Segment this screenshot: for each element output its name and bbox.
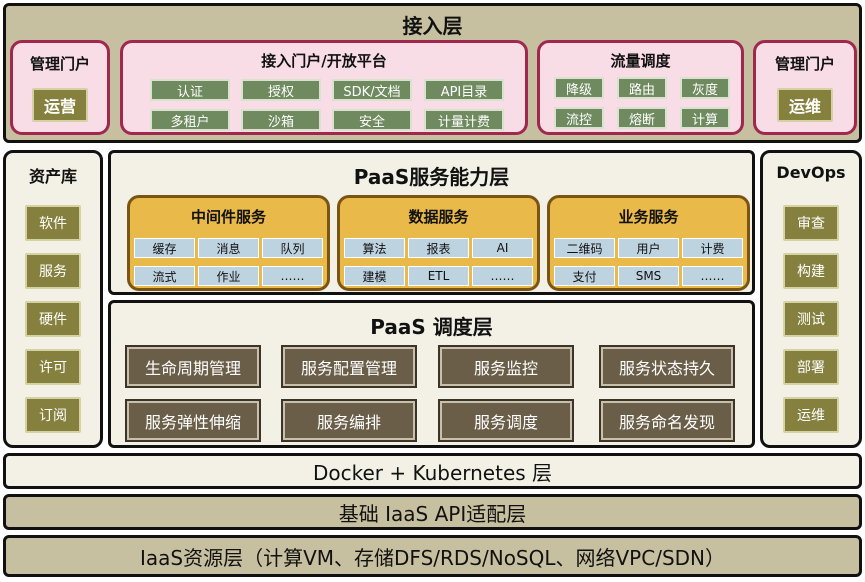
chip-ai[interactable]: AI xyxy=(472,238,533,258)
service-config-management[interactable]: 服务配置管理 xyxy=(281,345,417,388)
middleware-services-title: 中间件服务 xyxy=(190,208,266,226)
devops-item-deploy[interactable]: 部署 xyxy=(783,349,839,385)
maintenance-button[interactable]: 运维 xyxy=(777,88,833,122)
chip-billing[interactable]: 计费 xyxy=(682,238,743,258)
traffic-scheduling-title: 流量调度 xyxy=(610,52,671,70)
devops-panel: DevOps 审查 构建 测试 部署 运维 xyxy=(760,150,862,448)
chip-streaming[interactable]: 流式 xyxy=(134,266,195,286)
open-platform-panel: 接入门户/开放平台 认证 授权 SDK/文档 API目录 多租户 沙箱 安全 计… xyxy=(120,40,528,135)
right-management-portal: 管理门户 运维 xyxy=(753,40,857,135)
operations-button[interactable]: 运营 xyxy=(32,88,88,122)
iaas-resource-layer: IaaS资源层（计算VM、存储DFS/RDS/NoSQL、网络VPC/SDN） xyxy=(3,535,862,577)
asset-item-service[interactable]: 服务 xyxy=(25,253,81,289)
business-services-title: 业务服务 xyxy=(618,208,679,226)
chip-auth[interactable]: 认证 xyxy=(150,79,230,101)
chip-degrade[interactable]: 降级 xyxy=(554,77,604,99)
chip-cache[interactable]: 缓存 xyxy=(134,238,195,258)
chip-compute[interactable]: 计算 xyxy=(680,107,730,129)
chip-authorize[interactable]: 授权 xyxy=(241,79,321,101)
docker-kubernetes-layer: Docker + Kubernetes 层 xyxy=(3,453,862,489)
asset-item-software[interactable]: 软件 xyxy=(25,205,81,241)
open-platform-title: 接入门户/开放平台 xyxy=(261,52,387,70)
paas-capability-title: PaaS服务能力层 xyxy=(353,165,510,189)
access-layer-title: 接入层 xyxy=(402,14,463,38)
devops-item-operate[interactable]: 运维 xyxy=(783,397,839,433)
business-services-group: 业务服务 二维码 用户 计费 支付 SMS …… xyxy=(547,195,750,291)
chip-algorithm[interactable]: 算法 xyxy=(344,238,405,258)
chip-more-data[interactable]: …… xyxy=(472,266,533,286)
chip-qrcode[interactable]: 二维码 xyxy=(554,238,615,258)
chip-gray-release[interactable]: 灰度 xyxy=(680,77,730,99)
chip-report[interactable]: 报表 xyxy=(408,238,469,258)
middleware-services-group: 中间件服务 缓存 消息 队列 流式 作业 …… xyxy=(127,195,330,291)
service-scheduling[interactable]: 服务调度 xyxy=(438,399,574,442)
left-portal-title: 管理门户 xyxy=(29,55,90,73)
asset-library-title: 资产库 xyxy=(28,167,77,186)
devops-item-review[interactable]: 审查 xyxy=(783,205,839,241)
chip-payment[interactable]: 支付 xyxy=(554,266,615,286)
asset-item-license[interactable]: 许可 xyxy=(25,349,81,385)
traffic-scheduling-panel: 流量调度 降级 路由 灰度 流控 熔断 计算 xyxy=(537,40,744,135)
chip-sdk-docs[interactable]: SDK/文档 xyxy=(332,79,412,101)
data-services-group: 数据服务 算法 报表 AI 建模 ETL …… xyxy=(337,195,540,291)
asset-item-subscription[interactable]: 订阅 xyxy=(25,397,81,433)
data-services-title: 数据服务 xyxy=(408,208,469,226)
left-management-portal: 管理门户 运营 xyxy=(10,40,110,135)
service-monitoring[interactable]: 服务监控 xyxy=(438,345,574,388)
lifecycle-management[interactable]: 生命周期管理 xyxy=(125,345,261,388)
chip-modeling[interactable]: 建模 xyxy=(344,266,405,286)
chip-security[interactable]: 安全 xyxy=(332,109,412,131)
chip-metering[interactable]: 计量计费 xyxy=(424,109,504,131)
chip-flow-control[interactable]: 流控 xyxy=(554,107,604,129)
chip-more-business[interactable]: …… xyxy=(682,266,743,286)
paas-schedule-layer: PaaS 调度层 生命周期管理 服务配置管理 服务监控 服务状态持久 服务弹性伸… xyxy=(108,300,755,448)
service-naming-discovery[interactable]: 服务命名发现 xyxy=(599,399,735,442)
chip-user[interactable]: 用户 xyxy=(618,238,679,258)
docker-kubernetes-title: Docker + Kubernetes 层 xyxy=(312,460,553,485)
iaas-api-adapter-title: 基础 IaaS API适配层 xyxy=(338,501,527,526)
paas-capability-layer: PaaS服务能力层 中间件服务 缓存 消息 队列 流式 作业 …… 数据服务 算… xyxy=(108,150,755,295)
chip-job[interactable]: 作业 xyxy=(198,266,259,286)
chip-queue[interactable]: 队列 xyxy=(262,238,323,258)
service-elastic-scaling[interactable]: 服务弹性伸缩 xyxy=(125,399,261,442)
asset-library-panel: 资产库 软件 服务 硬件 许可 订阅 xyxy=(3,150,103,448)
asset-item-hardware[interactable]: 硬件 xyxy=(25,301,81,337)
chip-routing[interactable]: 路由 xyxy=(617,77,667,99)
chip-circuit-break[interactable]: 熔断 xyxy=(617,107,667,129)
service-orchestration[interactable]: 服务编排 xyxy=(281,399,417,442)
service-state-persistence[interactable]: 服务状态持久 xyxy=(599,345,735,388)
chip-sms[interactable]: SMS xyxy=(618,266,679,286)
chip-more-middleware[interactable]: …… xyxy=(262,266,323,286)
chip-sandbox[interactable]: 沙箱 xyxy=(241,109,321,131)
devops-item-test[interactable]: 测试 xyxy=(783,301,839,337)
chip-api-catalog[interactable]: API目录 xyxy=(424,79,504,101)
chip-message[interactable]: 消息 xyxy=(198,238,259,258)
devops-item-build[interactable]: 构建 xyxy=(783,253,839,289)
devops-title: DevOps xyxy=(776,163,846,182)
iaas-api-adapter-layer: 基础 IaaS API适配层 xyxy=(3,494,862,530)
iaas-resource-title: IaaS资源层（计算VM、存储DFS/RDS/NoSQL、网络VPC/SDN） xyxy=(139,545,726,570)
chip-multi-tenant[interactable]: 多租户 xyxy=(150,109,230,131)
chip-etl[interactable]: ETL xyxy=(408,266,469,286)
paas-schedule-title: PaaS 调度层 xyxy=(370,315,493,339)
right-portal-title: 管理门户 xyxy=(774,55,835,73)
